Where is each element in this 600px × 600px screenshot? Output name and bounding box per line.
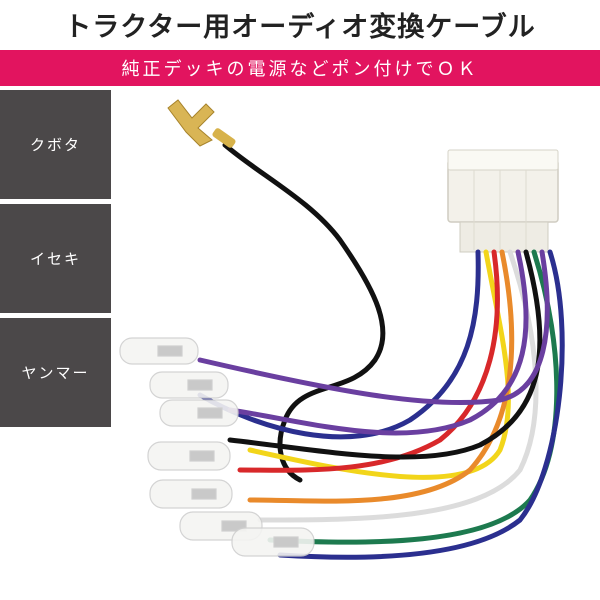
- bullet-terminal: [147, 441, 231, 471]
- page-title: トラクター用オーディオ変換ケーブル: [64, 11, 536, 43]
- bullet-terminal: [149, 371, 229, 399]
- promo-banner: 純正デッキの電源などポン付けでＯＫ: [0, 50, 600, 86]
- connector-housing: [447, 149, 559, 253]
- bullet-terminal: [159, 399, 239, 427]
- ground-wire: [212, 128, 386, 483]
- bullet-terminal: [119, 337, 199, 365]
- cable-harness-photo: [119, 99, 565, 560]
- brand-label-yanmar: ヤンマー: [0, 318, 111, 427]
- harness-wires: [197, 249, 565, 560]
- bullet-terminal: [149, 479, 233, 509]
- brand-label-kubota: クボタ: [0, 90, 111, 199]
- bullet-terminals: [119, 337, 315, 557]
- brand-label-iseki: イセキ: [0, 204, 111, 313]
- spade-terminal-icon: [167, 99, 215, 147]
- bullet-terminal: [231, 527, 315, 557]
